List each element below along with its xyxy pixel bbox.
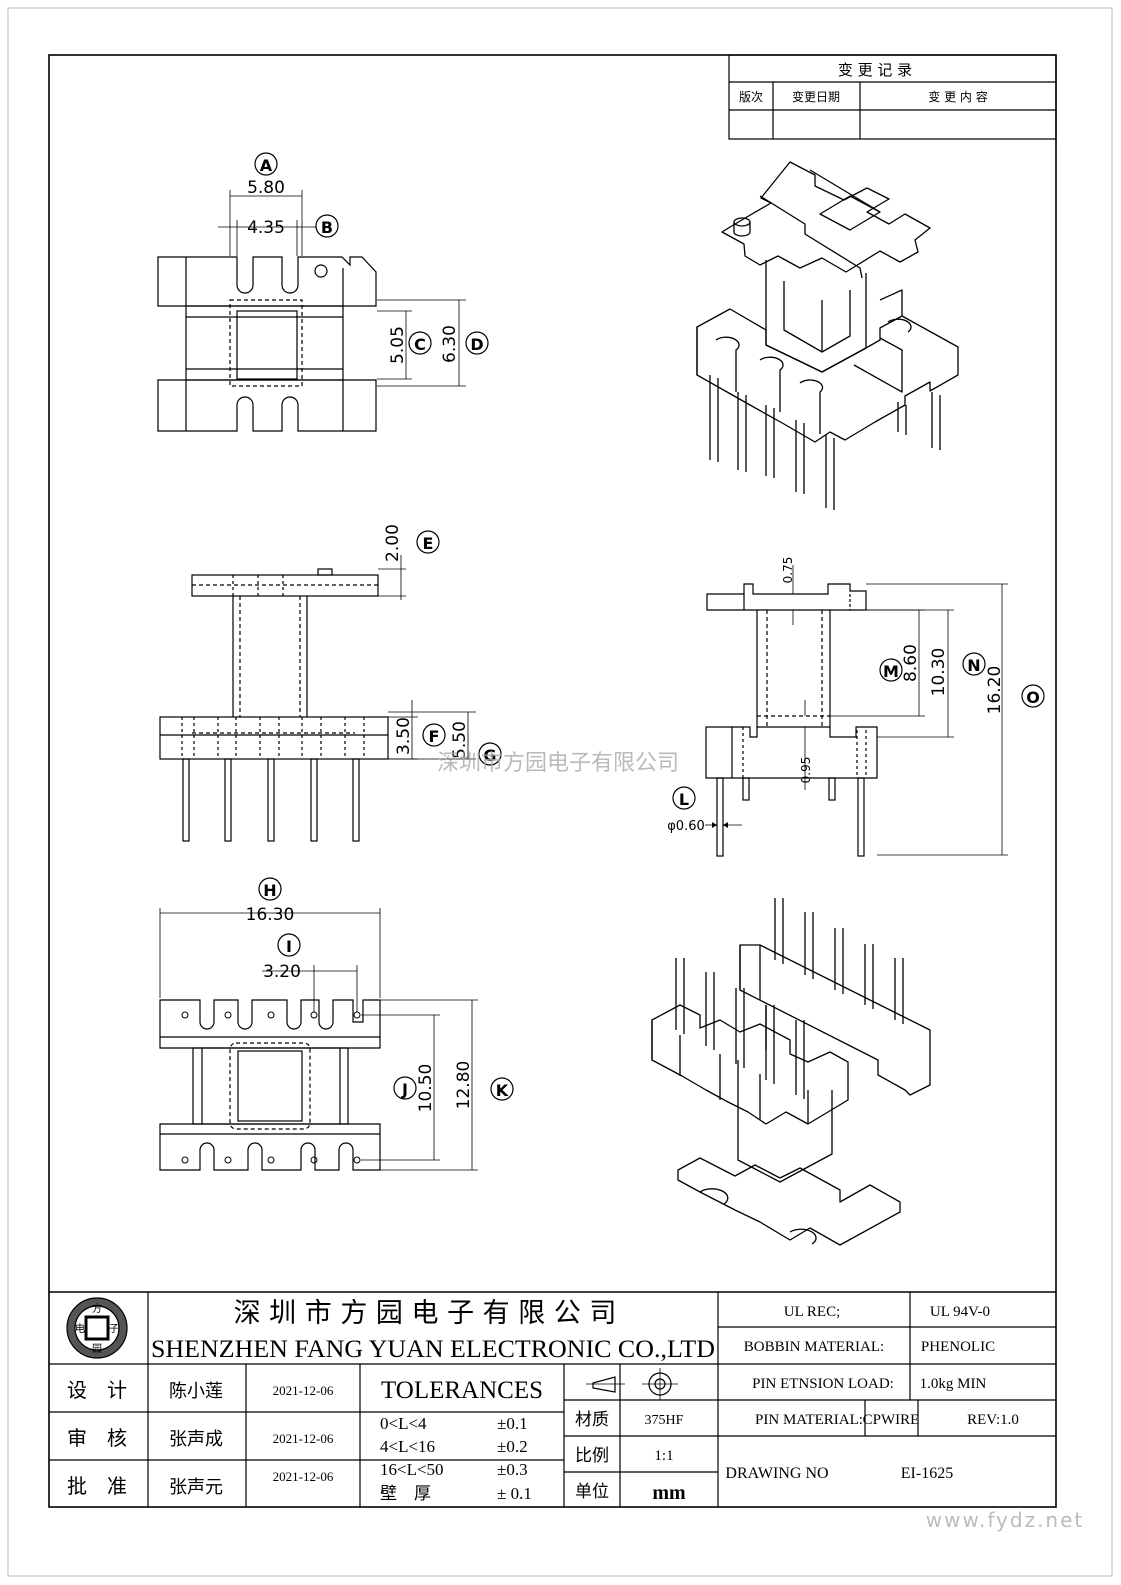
dim-i-value: 3.20 <box>263 962 301 982</box>
pin-material-label: PIN MATERIAL: <box>755 1412 863 1428</box>
revision-title: 变 更 记 录 <box>838 61 912 79</box>
dim-k-value: 12.80 <box>454 1061 474 1110</box>
revision-table: 变 更 记 录 版次 变更日期 变 更 内 容 <box>728 54 1057 140</box>
dim-o-value: 16.20 <box>985 666 1005 715</box>
material-value: 375HF <box>645 1413 684 1428</box>
front-view: 2.00 E 3.50 F 5.50 G <box>159 524 502 842</box>
label-n: N <box>967 656 980 675</box>
unit-label: 单位 <box>575 1482 609 1502</box>
projection-symbol <box>586 1368 678 1400</box>
role-approve: 批 准 <box>67 1474 127 1498</box>
tolerances-title: TOLERANCES <box>381 1377 543 1404</box>
name-design: 陈小莲 <box>169 1381 223 1402</box>
dim-p2-value: 0.95 <box>799 757 813 784</box>
dim-f-value: 3.50 <box>394 717 414 755</box>
date-design: 2021-12-06 <box>273 1383 334 1398</box>
ul-rec-label: UL REC; <box>784 1304 841 1320</box>
logo-char-left: 电 <box>75 1322 85 1335</box>
pin-load-label: PIN ETNSION LOAD: <box>752 1376 894 1392</box>
dim-a-value: 5.80 <box>247 178 285 198</box>
label-d: D <box>470 335 483 354</box>
label-f: F <box>429 727 440 746</box>
tol-range-3: 16<L<50 <box>380 1460 444 1479</box>
tol-range-1: 0<L<4 <box>380 1414 427 1433</box>
watermark-text: 深圳市方园电子有限公司 <box>437 751 679 776</box>
label-g: G <box>483 746 496 765</box>
name-review: 张声成 <box>169 1429 223 1450</box>
tol-range-4: 壁 厚 <box>380 1484 431 1504</box>
company-name-en: SHENZHEN FANG YUAN ELECTRONIC CO.,LTD <box>151 1336 715 1363</box>
label-b: B <box>321 218 333 237</box>
company-name-cn: 深 圳 市 方 园 电 子 有 限 公 司 <box>234 1298 617 1329</box>
top-view: 5.80 A 4.35 B 5.05 C 6.30 D <box>157 152 489 432</box>
label-h: H <box>263 881 276 900</box>
role-design: 设 计 <box>67 1378 127 1402</box>
date-approve: 2021-12-06 <box>273 1469 334 1484</box>
isometric-view-bottom <box>651 898 931 1246</box>
dim-h-value: 16.30 <box>246 905 295 925</box>
date-review: 2021-12-06 <box>273 1431 334 1446</box>
revision-col-content: 变 更 内 容 <box>928 89 987 104</box>
tol-value-2: ±0.2 <box>497 1437 528 1456</box>
role-review: 审 核 <box>67 1426 127 1450</box>
company-logo: 方 电 子 园 <box>66 1297 128 1359</box>
revision-value: REV:1.0 <box>967 1412 1019 1428</box>
dim-m-value: 8.60 <box>901 644 921 682</box>
tol-range-2: 4<L<16 <box>380 1437 435 1456</box>
label-j: J <box>401 1080 408 1099</box>
dim-e-value: 2.00 <box>383 524 403 562</box>
ul-rec-value: UL 94V-0 <box>930 1304 990 1320</box>
pin-load-value: 1.0kg MIN <box>920 1376 987 1392</box>
label-k: K <box>496 1081 509 1100</box>
dim-l-value: φ0.60 <box>667 819 705 834</box>
outer-border <box>7 7 1113 1577</box>
drawing-no-value: EI-1625 <box>901 1465 953 1482</box>
dim-p1-value: 0.75 <box>781 557 795 584</box>
name-approve: 张声元 <box>169 1477 223 1498</box>
scale-value: 1:1 <box>654 1448 673 1464</box>
dim-b-value: 4.35 <box>247 218 285 238</box>
tol-value-1: ±0.1 <box>497 1414 528 1433</box>
logo-char-top: 方 <box>92 1302 102 1315</box>
isometric-view-top <box>696 161 959 510</box>
label-a: A <box>260 156 273 175</box>
bobbin-material-value: PHENOLIC <box>921 1339 995 1355</box>
label-c: C <box>414 335 426 354</box>
label-i: I <box>286 937 292 956</box>
label-m: M <box>883 662 899 681</box>
unit-value: mm <box>652 1482 686 1504</box>
dim-d-value: 6.30 <box>440 325 460 363</box>
dim-g-value: 5.50 <box>450 721 470 759</box>
material-label: 材质 <box>575 1410 609 1430</box>
dim-j-value: 10.50 <box>416 1064 436 1113</box>
side-view: 0.75 0.95 8.60 M 10.30 N 16.20 O φ0.60 L <box>667 557 1045 857</box>
revision-col-date: 变更日期 <box>792 89 840 104</box>
label-o: O <box>1026 688 1040 707</box>
label-l: L <box>679 790 689 809</box>
bottom-view: 16.30 H 3.20 I 10.50 J 12.80 K <box>159 877 514 1171</box>
logo-char-right: 子 <box>109 1323 119 1335</box>
drawing-no-label: DRAWING NO <box>725 1465 828 1482</box>
logo-char-bottom: 园 <box>92 1343 102 1355</box>
dim-n-value: 10.30 <box>929 648 949 697</box>
tol-value-4: ± 0.1 <box>497 1484 532 1503</box>
label-e: E <box>423 534 434 553</box>
bobbin-material-label: BOBBIN MATERIAL: <box>744 1339 884 1355</box>
site-watermark: www.fydz.net <box>926 1508 1085 1532</box>
dim-c-value: 5.05 <box>388 326 408 364</box>
drawing-frame <box>48 54 1057 1508</box>
scale-label: 比例 <box>575 1446 609 1466</box>
revision-col-version: 版次 <box>739 90 763 104</box>
tol-value-3: ±0.3 <box>497 1460 528 1479</box>
pin-material-value: CPWIRE <box>863 1412 920 1428</box>
title-block: 方 电 子 园 深 圳 市 方 园 电 子 有 限 公 司 SHENZHEN F… <box>49 1291 1056 1507</box>
